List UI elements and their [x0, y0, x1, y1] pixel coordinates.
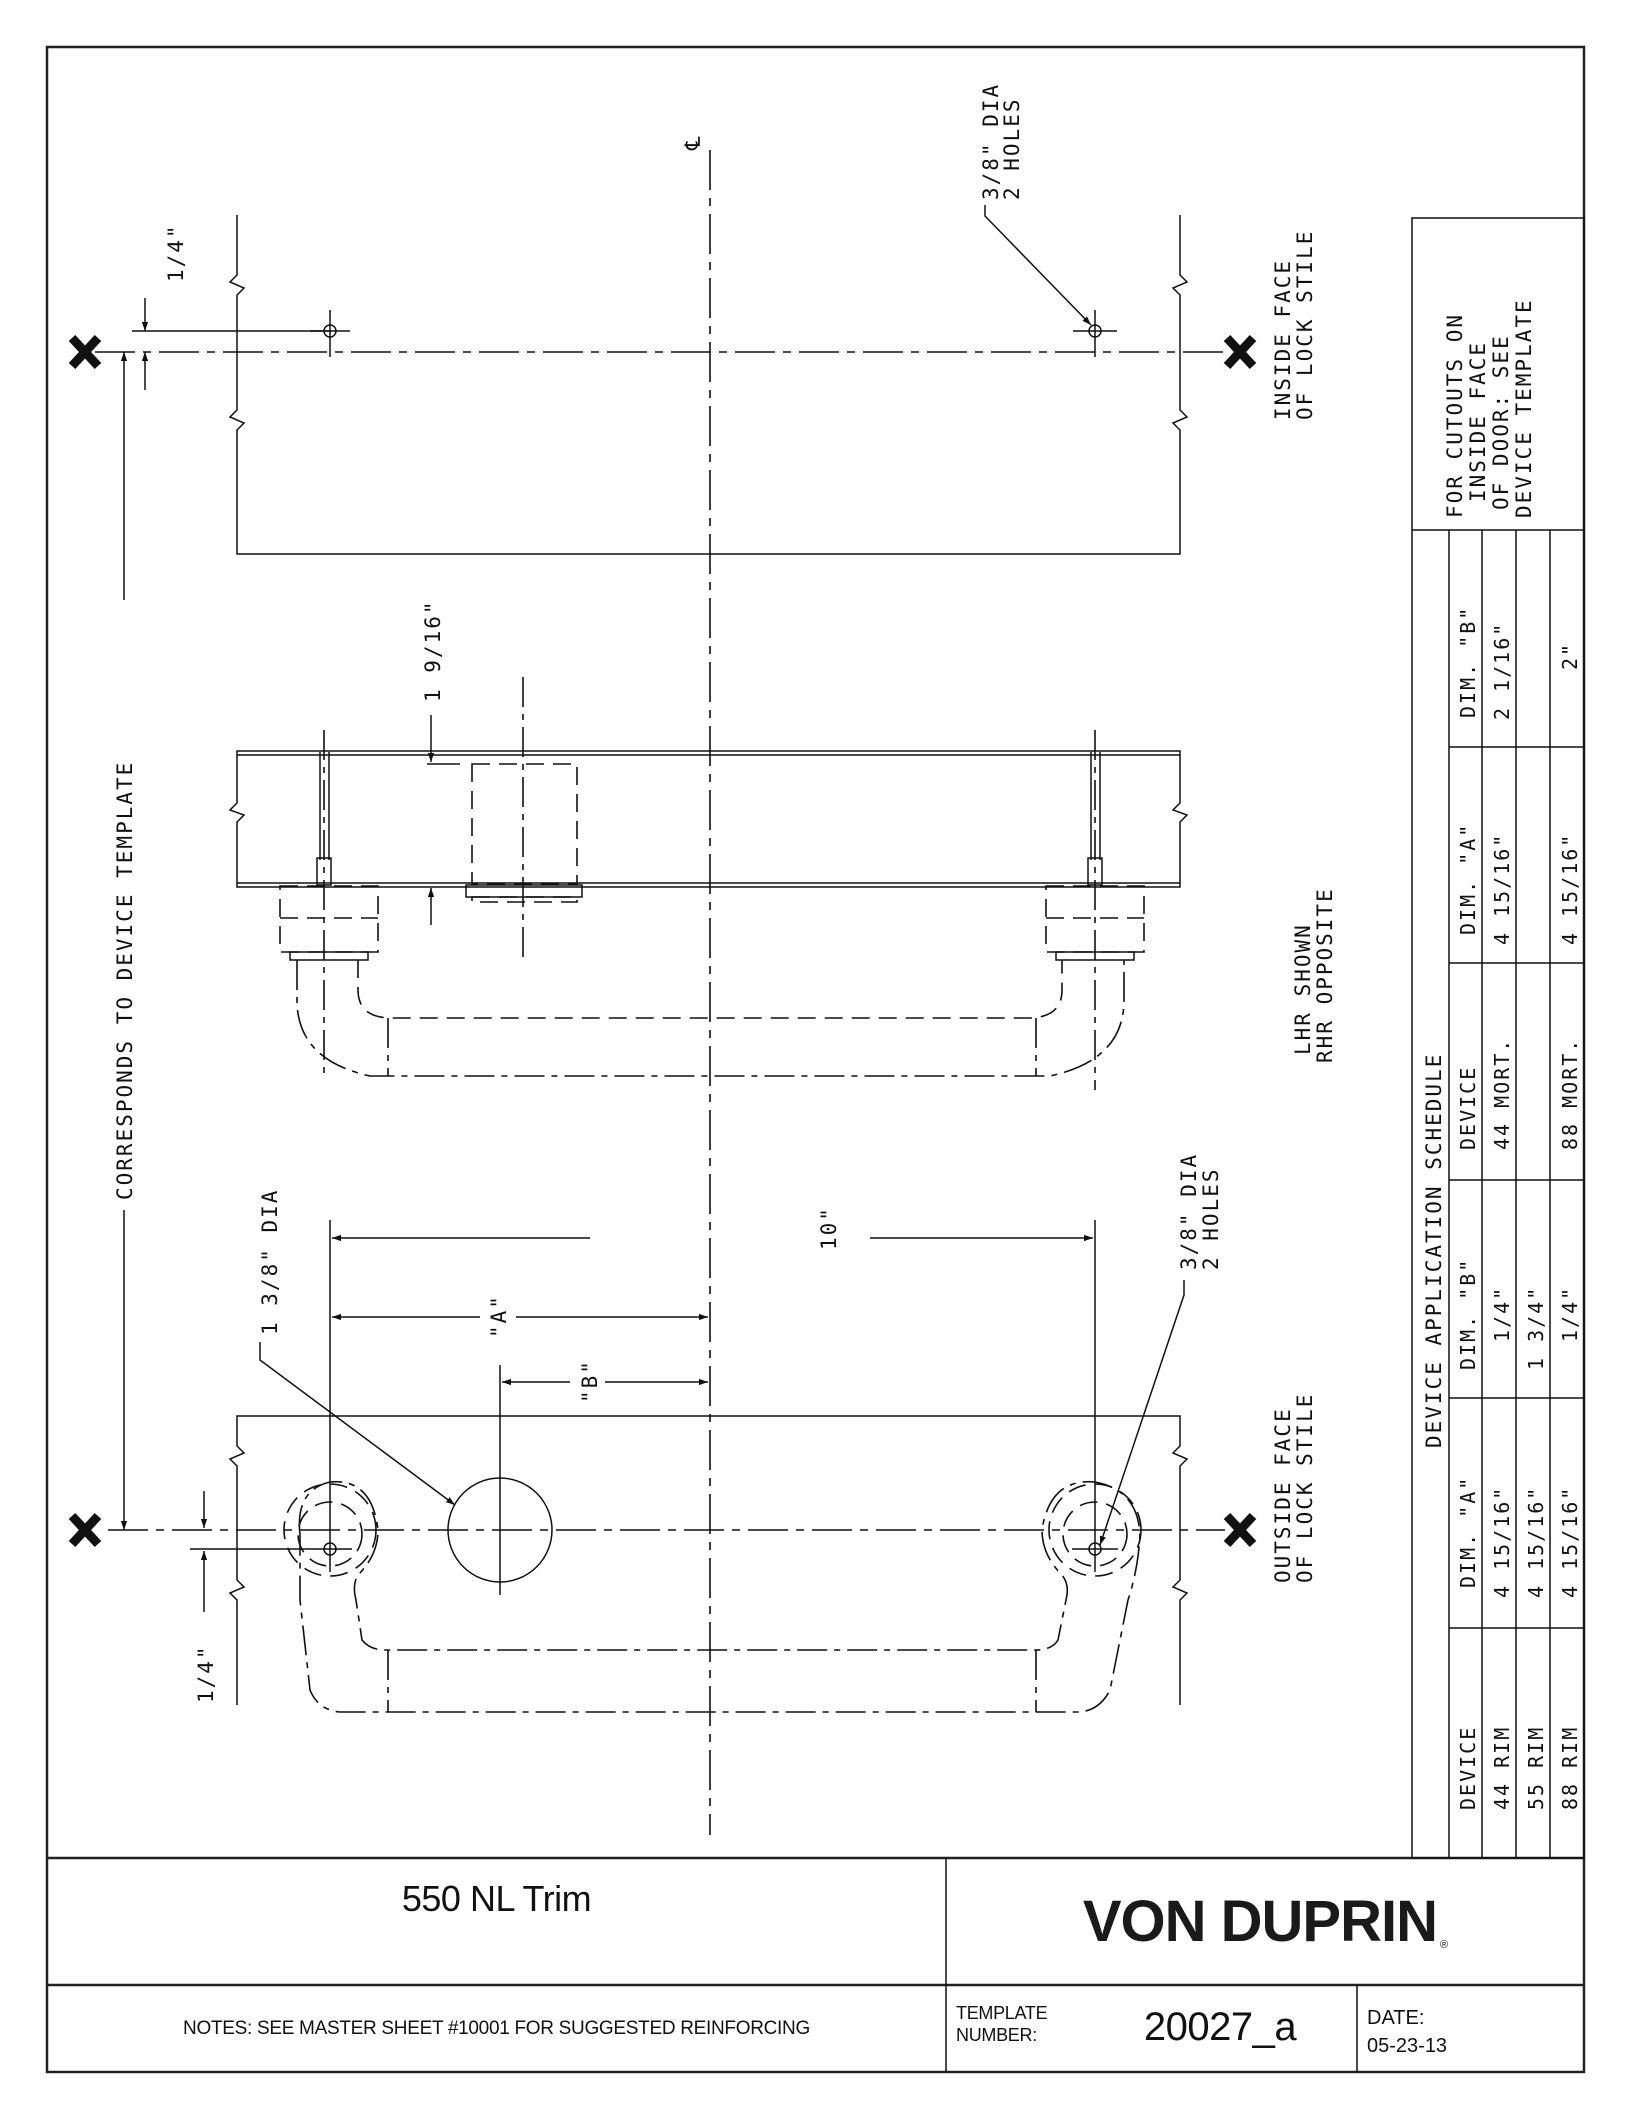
brand-logo: VON DUPRIN® — [946, 1858, 1584, 1985]
left-row-2-device: 55 RIM — [1524, 1726, 1548, 1810]
inside-hole-callout-2: 2 HOLES — [1000, 97, 1024, 200]
centerline-symbol: ℄ — [681, 135, 705, 151]
template-label-line1: TEMPLATE — [956, 2003, 1048, 2023]
right-header-dim-b: DIM. "B" — [1456, 606, 1480, 718]
outside-hole-right — [1072, 1220, 1118, 1572]
template-number-label: TEMPLATE NUMBER: — [956, 2002, 1076, 2046]
date-label: DATE: — [1367, 2007, 1425, 2029]
sheet-border — [45, 45, 1586, 2074]
dim-b-label: "B" — [578, 1359, 602, 1403]
reference-dimension: CORRESPONDS TO DEVICE TEMPLATE — [113, 352, 137, 1530]
outside-x-marker-right — [1223, 1512, 1257, 1548]
date-value: 05-23-13 — [1367, 2035, 1448, 2057]
schedule-note-3: OF DOOR: SEE — [1489, 334, 1513, 510]
outside-hole-callout-1: 3/8" DIA — [1177, 1153, 1201, 1270]
left-row-2-dim-a: 4 15/16" — [1524, 1486, 1548, 1598]
inside-face-label-1: INSIDE FACE — [1271, 259, 1295, 420]
inside-offset-dim: 1/4" — [164, 223, 188, 282]
left-row-3-dim-a: 4 15/16" — [1558, 1486, 1582, 1598]
template-label-line2: NUMBER: — [956, 2025, 1037, 2045]
inside-hole-right — [1073, 310, 1117, 357]
escutcheon-outline — [298, 1480, 1141, 1713]
inside-hole-callout-1: 3/8" DIA — [979, 83, 1003, 200]
inside-stile-outline — [228, 215, 1189, 555]
inside-face-label-2: OF LOCK STILE — [1293, 230, 1317, 420]
hand-label-2: RHR OPPOSITE — [1313, 887, 1337, 1063]
cylinder-housing — [471, 763, 578, 885]
bottom-view-outside-face: 10" "A" "B" 1 3/8" DIA 3/8" DIA 2 HOLES … — [68, 1153, 1317, 1713]
outside-hole-callout-2: 2 HOLES — [1199, 1167, 1223, 1270]
right-header-device: DEVICE — [1456, 1066, 1480, 1150]
right-row-1-device: 44 MORT. — [1490, 1038, 1514, 1150]
reference-dim-label: CORRESPONDS TO DEVICE TEMPLATE — [113, 761, 137, 1200]
dim-a-label: "A" — [487, 1294, 511, 1338]
right-row-3-dim-a: 4 15/16" — [1558, 833, 1582, 945]
outside-face-label-2: OF LOCK STILE — [1293, 1393, 1317, 1583]
left-row-1-dim-a: 4 15/16" — [1490, 1486, 1514, 1598]
through-bolt-right — [1087, 730, 1103, 1090]
left-row-3-dim-b: 1/4" — [1558, 1286, 1582, 1342]
right-row-1-dim-a: 4 15/16" — [1490, 833, 1514, 945]
thickness-dim: 1 9/16" — [421, 599, 445, 702]
right-row-3-dim-b: 2" — [1558, 642, 1582, 670]
through-bolt-left — [316, 730, 332, 1080]
schedule-note-1: FOR CUTOUTS ON — [1443, 313, 1467, 518]
outside-face-label-1: OUTSIDE FACE — [1271, 1407, 1295, 1583]
hand-label-1: LHR SHOWN — [1291, 923, 1315, 1055]
schedule-title: DEVICE APPLICATION SCHEDULE — [1422, 1053, 1446, 1448]
outside-x-marker-left — [68, 1512, 102, 1548]
registered-mark: ® — [1440, 1939, 1448, 1951]
left-row-1-device: 44 RIM — [1490, 1726, 1514, 1810]
left-header-dim-b: DIM. "B" — [1456, 1258, 1480, 1370]
left-header-device: DEVICE — [1456, 1726, 1480, 1810]
pull-inner — [357, 960, 1063, 1019]
template-number: 20027_a — [1143, 2005, 1297, 2049]
top-view-inside-face: 1/4" 3/8" DIA 2 HOLES INSIDE FACE OF LOC… — [68, 83, 1317, 555]
pull-outer — [296, 960, 1125, 1077]
schedule-note-2: INSIDE FACE — [1466, 341, 1490, 502]
outside-hole-left — [190, 1220, 352, 1572]
left-header-dim-a: DIM. "A" — [1456, 1476, 1480, 1588]
inside-x-marker-left — [68, 334, 102, 370]
brand-name: VON DUPRIN — [1082, 1889, 1438, 1954]
notes-text: NOTES: SEE MASTER SHEET #10001 FOR SUGGE… — [183, 2017, 810, 2039]
outside-stile-outline — [228, 1415, 1189, 1705]
product-title: 550 NL Trim — [401, 1878, 592, 1919]
side-view: 1 9/16" LHR SHOWN RHR OPPOSITE — [228, 599, 1337, 1090]
cylinder-callout: 1 3/8" DIA — [258, 1189, 282, 1335]
date-block: DATE: 05-23-13 — [1367, 2004, 1577, 2060]
device-application-schedule: FOR CUTOUTS ON INSIDE FACE OF DOOR: SEE … — [1411, 217, 1585, 1859]
right-header-dim-a: DIM. "A" — [1456, 823, 1480, 935]
left-row-3-device: 88 RIM — [1558, 1726, 1582, 1810]
left-row-1-dim-b: 1/4" — [1490, 1286, 1514, 1342]
inside-x-marker-right — [1223, 334, 1257, 370]
vertical-centerline: ℄ — [681, 135, 711, 1835]
inside-hole-left — [310, 310, 350, 357]
right-row-3-device: 88 MORT. — [1558, 1038, 1582, 1150]
schedule-note-4: DEVICE TEMPLATE — [1512, 298, 1536, 518]
outside-offset-dim: 1/4" — [194, 1644, 218, 1703]
center-to-center-dim: 10" — [817, 1206, 841, 1250]
left-row-2-dim-b: 1 3/4" — [1524, 1286, 1548, 1370]
right-row-1-dim-b: 2 1/16" — [1490, 622, 1514, 720]
